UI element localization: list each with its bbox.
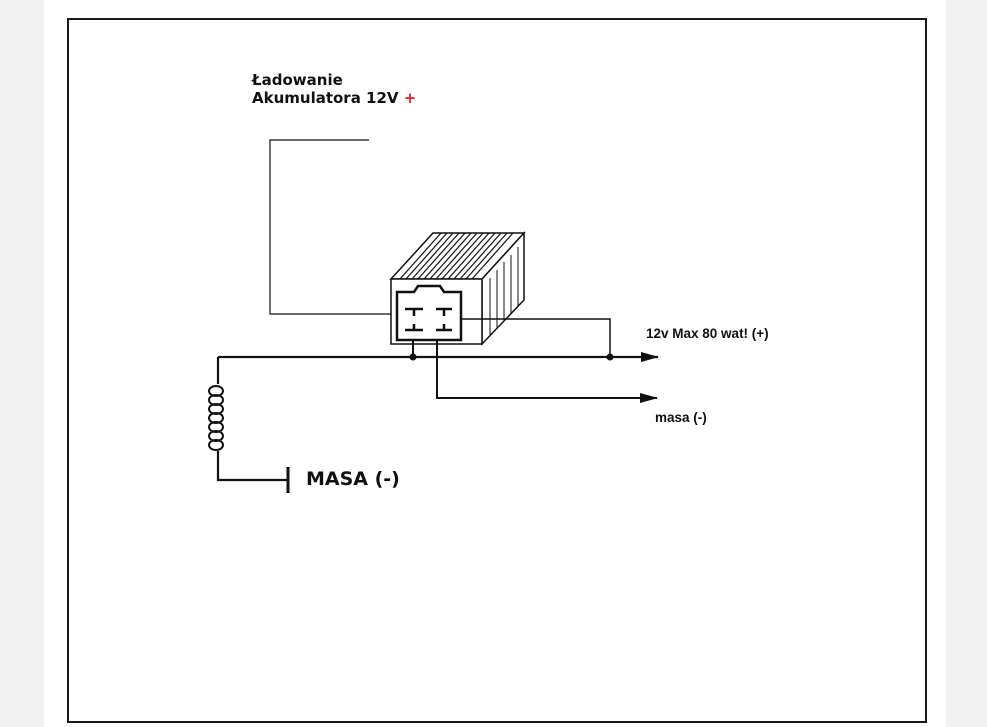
- ground-small-label: masa (-): [655, 410, 707, 425]
- charging-label-line1: Ładowanie: [252, 71, 343, 89]
- charging-label-line2: Akumulatora 12V: [252, 89, 399, 107]
- output-wire: [460, 318, 611, 357]
- coil-icon: [208, 385, 224, 451]
- output-12v-label: 12v Max 80 wat! (+): [646, 326, 769, 341]
- diagram-frame: [67, 18, 927, 723]
- regulator-icon: [389, 231, 526, 346]
- ground-big-label: MASA (-): [306, 468, 400, 490]
- plus-sign: +: [403, 89, 417, 107]
- coil-ground-wire: [216, 451, 287, 482]
- junction-dot: [606, 353, 614, 361]
- charge-wire: [269, 139, 400, 315]
- ground-wire: [436, 340, 658, 403]
- charging-label: Ładowanie Akumulatora 12V +: [252, 71, 416, 107]
- charging-label-line2-row: Akumulatora 12V +: [252, 89, 416, 107]
